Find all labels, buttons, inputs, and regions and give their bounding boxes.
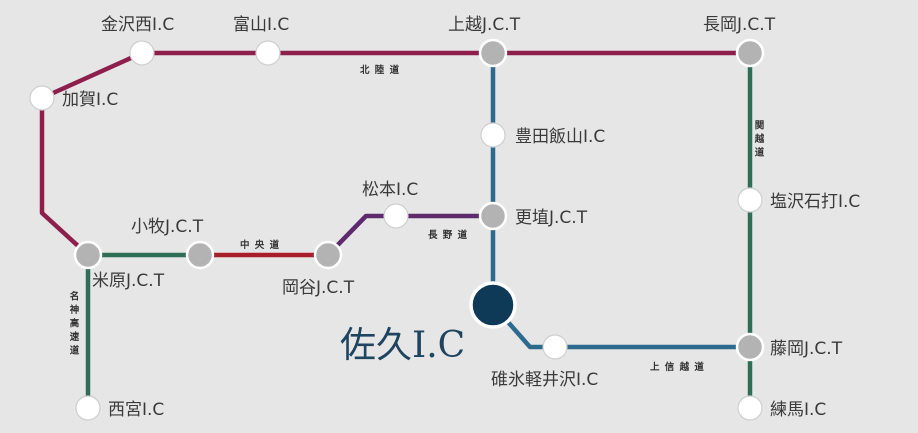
nagaoka-jct-label: 長岡J.C.T [703,15,776,35]
joetsu-jct-label: 上越J.C.T [448,15,521,35]
matsumoto-ic-marker[interactable] [383,203,409,229]
shiozawaishiuchi-ic-marker[interactable] [737,187,763,213]
chuo-expressway-label: 中 央 道 [240,239,280,251]
komaki-jct-marker[interactable] [185,240,215,270]
joetsu-jct-marker[interactable] [478,38,508,68]
okaya-jct-marker[interactable] [313,240,343,270]
joshinetsu-expressway-label: 上 信 越 道 [650,361,705,373]
matsumoto-ic-label: 松本I.C [362,180,418,200]
okaya-jct-label: 岡谷J.C.T [282,278,355,298]
nagaoka-jct-marker[interactable] [735,38,765,68]
fujioka-jct-label: 藤岡J.C.T [770,339,843,359]
toyama-ic-label: 富山I.C [233,15,289,35]
kanetsu-expressway-label: 関越道 [753,120,766,161]
kanazawanishi-ic-marker[interactable] [129,40,155,66]
joshinetsu-expressway-line [490,50,753,350]
komaki-jct-label: 小牧J.C.T [131,217,204,237]
meishin-expressway-line [85,252,203,411]
usuikaruizawa-ic-marker[interactable] [542,334,568,360]
saku-ic-label: 佐久I.C [340,325,465,366]
shiozawaishiuchi-ic-label: 塩沢石打I.C [770,192,860,212]
kaga-ic-label: 加賀I.C [62,90,118,110]
toyotaiiyama-ic-label: 豊田飯山I.C [515,127,605,147]
nerima-ic-marker[interactable] [737,395,763,421]
maibara-jct-label: 米原J.C.T [92,271,165,291]
usuikaruizawa-ic-label: 碓氷軽井沢I.C [491,370,598,390]
kaga-ic-marker[interactable] [29,85,55,111]
nerima-ic-label: 練馬I.C [770,400,826,420]
nagano-expressway-label: 長 野 道 [428,229,468,241]
koshoku-jct-marker[interactable] [478,201,508,231]
saku-ic-marker[interactable] [469,281,517,329]
toyotaiiyama-ic-marker[interactable] [480,122,506,148]
toyama-ic-marker[interactable] [255,40,281,66]
fujioka-jct-marker[interactable] [735,332,765,362]
meishin-expressway-label: 名神高速道 [68,290,80,358]
kanazawanishi-ic-label: 金沢西I.C [101,15,174,35]
hokuriku-expressway-label: 北 陸 道 [360,64,400,76]
nishinomiya-ic-label: 西宮I.C [108,400,164,420]
nagano-expressway-line [325,213,496,258]
maibara-jct-marker[interactable] [73,240,103,270]
koshoku-jct-label: 更埴J.C.T [515,208,588,228]
nishinomiya-ic-marker[interactable] [75,395,101,421]
